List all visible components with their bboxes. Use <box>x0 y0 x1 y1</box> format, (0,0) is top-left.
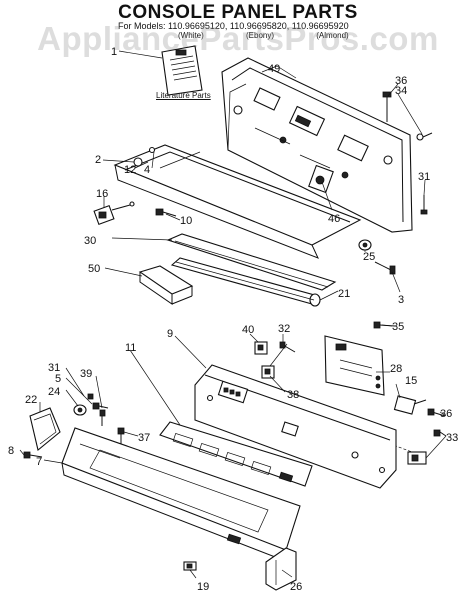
screw-top-right <box>382 91 433 141</box>
callout-38: 38 <box>287 389 299 401</box>
clip-19 <box>183 561 197 571</box>
front-trim-panel-7 <box>61 427 301 563</box>
relay-15 <box>393 395 427 415</box>
callout-21: 21 <box>338 288 350 300</box>
callout-49: 49 <box>268 63 280 75</box>
tube-21 <box>170 257 321 307</box>
callout-9: 9 <box>167 328 173 340</box>
callout-8: 8 <box>8 445 14 457</box>
console-trim-top <box>113 144 362 259</box>
bracket-50 <box>138 265 194 305</box>
callout-36-top: 36 <box>395 75 407 87</box>
callout-19: 19 <box>197 581 209 593</box>
callout-10: 10 <box>180 215 192 227</box>
screw-31-right <box>420 195 428 215</box>
callout-39: 39 <box>80 368 92 380</box>
callout-33: 33 <box>446 432 458 444</box>
switch-40 <box>254 341 268 355</box>
callout-5: 5 <box>55 373 61 385</box>
knob-25 <box>358 239 372 251</box>
literature-parts-label: Literature Parts <box>156 91 211 100</box>
callout-31-left: 31 <box>48 362 60 374</box>
rear-control-panel <box>221 57 413 233</box>
screw-5 <box>92 402 109 410</box>
callout-2: 2 <box>95 154 101 166</box>
callout-28: 28 <box>390 363 402 375</box>
callout-34: 34 <box>395 85 407 97</box>
leader-lines <box>19 50 447 579</box>
callout-25: 25 <box>363 251 375 263</box>
end-cap-26 <box>265 547 297 591</box>
callout-12: 12 <box>124 164 136 176</box>
finish-list: (White) (Ebony) (Almond) <box>178 31 389 40</box>
main-control-panel-9 <box>194 364 397 489</box>
model-numbers: For Models: 110.96695120, 110.96695820, … <box>118 21 349 31</box>
callout-26: 26 <box>290 581 302 593</box>
callout-50: 50 <box>88 263 100 275</box>
callout-32: 32 <box>278 323 290 335</box>
screw-31-left <box>87 393 94 400</box>
callout-4: 4 <box>144 164 150 176</box>
callout-35: 35 <box>392 321 404 333</box>
screw-36-lower <box>427 408 447 437</box>
switch-38 <box>261 365 275 379</box>
callout-36-lower: 36 <box>440 408 452 420</box>
end-bracket-22 <box>29 407 61 451</box>
screw-10 <box>155 208 177 217</box>
screw-39 <box>99 409 106 426</box>
callout-31-right: 31 <box>418 171 430 183</box>
callout-7: 7 <box>36 456 42 468</box>
screw-37 <box>117 427 125 444</box>
overlay-11 <box>159 421 313 487</box>
callout-15: 15 <box>405 375 417 387</box>
callout-30: 30 <box>84 235 96 247</box>
finish-ebony: (Ebony) <box>246 31 275 40</box>
diagram-title: CONSOLE PANEL PARTS <box>118 2 358 23</box>
knob-24 <box>73 404 87 416</box>
callout-46: 46 <box>328 213 340 225</box>
literature-booklet <box>161 45 203 96</box>
switch-16 <box>93 201 135 226</box>
callout-40: 40 <box>242 324 254 336</box>
callout-numbers: 1 2 3 4 5 7 8 9 10 11 12 15 16 19 21 22 … <box>8 46 458 593</box>
control-board-28 <box>324 335 385 396</box>
finish-white: (White) <box>178 31 204 40</box>
callout-3: 3 <box>398 294 404 306</box>
callout-24: 24 <box>48 386 60 398</box>
callout-11: 11 <box>125 342 136 354</box>
callout-16: 16 <box>96 188 108 200</box>
callout-37: 37 <box>138 432 150 444</box>
callout-1: 1 <box>111 46 117 58</box>
callout-22: 22 <box>25 394 37 406</box>
finish-almond: (Almond) <box>316 31 349 40</box>
lens-strip-30 <box>166 233 337 291</box>
